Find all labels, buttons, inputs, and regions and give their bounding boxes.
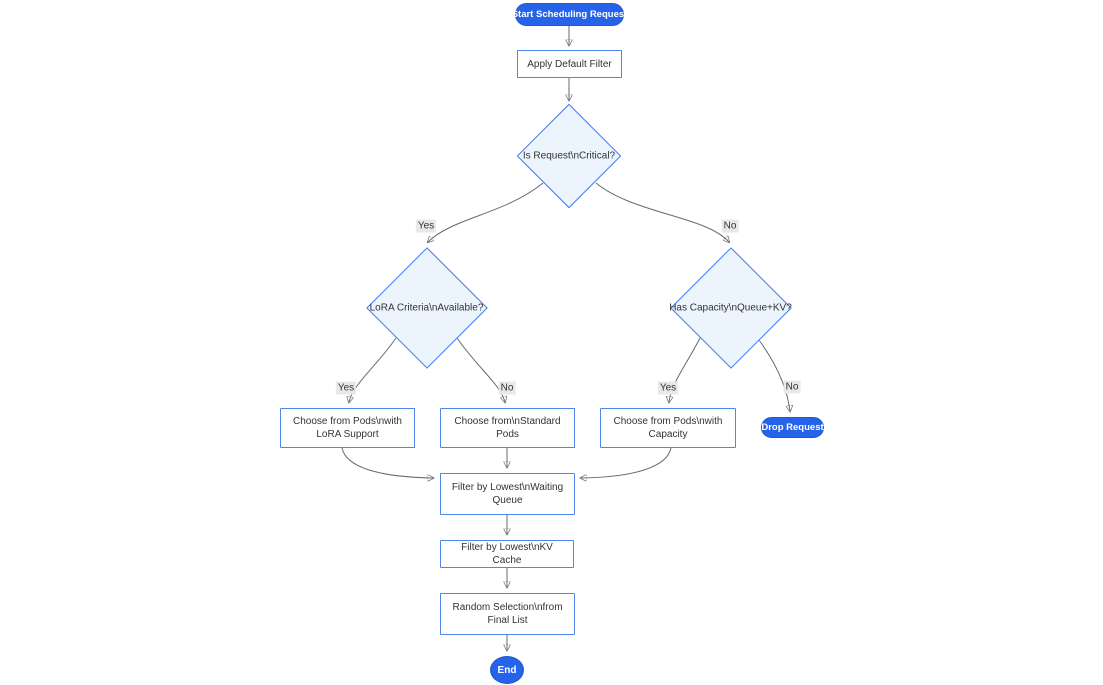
node-drop-request: Drop Request [761,417,824,438]
node-start-scheduling-request: Start Scheduling Request [512,3,627,26]
node-filter-lowest-waiting-queue: Filter by Lowest\nWaiting Queue [440,473,575,515]
edge-lora-yes-to-choose-lora [349,337,397,402]
node-is-request-critical: Is Request\nCritical? [516,103,622,209]
edge-lora-no-to-choose-standard [456,337,505,402]
node-filter-lowest-kv-cache: Filter by Lowest\nKV Cache [440,540,574,568]
node-has-capacity-queue-kv: Has Capacity\nQueue+KV? [669,246,792,369]
node-lora-criteria-available: LoRA Criteria\nAvailable? [365,246,488,369]
node-random-selection-final-list: Random Selection\nfrom Final List [440,593,575,635]
edge-label-lora-yes: Yes [335,381,357,395]
edge-label-lora-no: No [498,381,516,395]
node-apply-default-filter: Apply Default Filter [517,50,622,78]
node-label: Random Selection\nfrom Final List [452,602,563,626]
edge-choose-lora-to-filter-queue [341,447,433,478]
edge-label-capacity-no: No [783,380,801,394]
node-end: End [490,656,524,684]
node-label: LoRA Criteria\nAvailable? [369,302,484,313]
node-label: Is Request\nCritical? [522,150,616,162]
edge-is-critical-no-to-capacity [595,182,729,242]
node-label: Choose from Pods\nwith Capacity [613,416,723,440]
node-label: Choose from\nStandard Pods [454,416,561,440]
node-label: Filter by Lowest\nKV Cache [461,542,553,566]
edge-label-critical-no: No [721,219,739,233]
node-label: Drop Request [761,422,824,433]
node-label: Has Capacity\nQueue+KV? [669,302,792,313]
edge-label-capacity-yes: Yes [657,381,679,395]
node-choose-pods-capacity: Choose from Pods\nwith Capacity [600,408,736,448]
edge-capacity-yes-to-choose-capacity [669,337,701,402]
edge-is-critical-yes-to-lora [428,182,544,242]
edge-label-critical-yes: Yes [415,219,437,233]
node-label: Apply Default Filter [527,58,612,70]
edge-capacity-no-to-drop [758,339,790,411]
node-choose-standard-pods: Choose from\nStandard Pods [440,408,575,448]
node-label: Choose from Pods\nwith LoRA Support [293,416,402,440]
node-label: Filter by Lowest\nWaiting Queue [451,482,564,506]
edge-choose-capacity-to-filter-queue [581,447,672,478]
node-label: Start Scheduling Request [511,9,628,20]
node-label: End [497,664,517,676]
node-choose-pods-lora-support: Choose from Pods\nwith LoRA Support [280,408,415,448]
